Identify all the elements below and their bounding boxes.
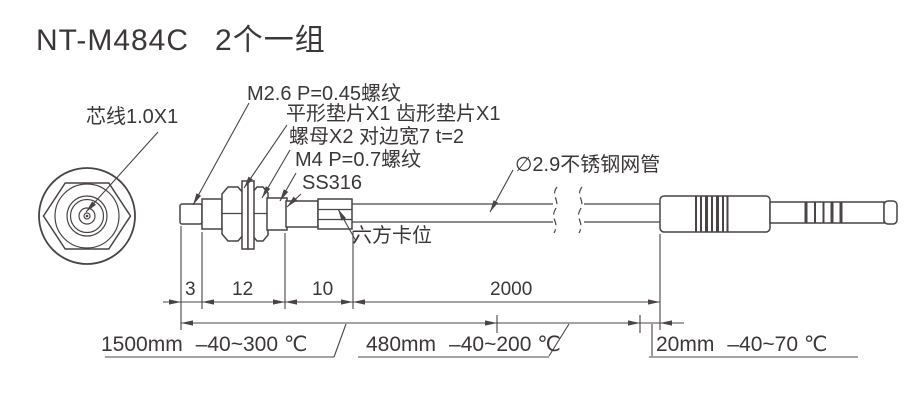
temp-segment-480: 480mm –40~200 ℃	[366, 334, 561, 355]
segment-temp-range: –40~200 ℃	[449, 333, 561, 356]
set-note: 2个一组	[215, 24, 326, 57]
segment-length: 1500mm	[101, 333, 183, 356]
callout-nuts: 螺母X2 对边宽7 t=2	[289, 126, 465, 148]
callout-thread-m4: M4 P=0.7螺纹	[295, 149, 422, 171]
hex-end-view	[38, 167, 136, 265]
segment-label-leaders	[105, 323, 858, 358]
plug-grip-ridges	[695, 196, 729, 232]
plug-body	[659, 195, 771, 233]
callout-hex-flat: 六方卡位	[352, 225, 432, 247]
tooth-washer	[247, 180, 255, 250]
flat-washer	[241, 180, 249, 250]
dim-10: 10	[312, 279, 334, 300]
probe-tip	[179, 203, 203, 225]
callout-material: SS316	[302, 172, 363, 194]
dimension-row-2	[181, 315, 684, 333]
plug-barrel	[769, 201, 885, 224]
callout-mesh-tube: ∅2.9不锈钢网管	[515, 154, 661, 176]
dim-2000: 2000	[490, 279, 533, 300]
model-number: NT-M484C	[36, 24, 190, 57]
connector-plug	[659, 195, 898, 233]
segment-temp-range: –40~70 ℃	[727, 333, 828, 356]
segment-length: 480mm	[366, 333, 437, 356]
callout-washers: 平形垫片X1 齿形垫片X1	[286, 103, 501, 125]
barrel-ridges	[804, 202, 843, 223]
thread-m26-section	[201, 198, 223, 230]
callout-thread-m26: M2.6 P=0.45螺纹	[247, 83, 401, 105]
callout-core-wire: 芯线1.0X1	[86, 106, 179, 128]
page-title: NT-M484C 2个一组	[36, 15, 326, 59]
segment-temp-range: –40~300 ℃	[195, 333, 308, 356]
leader-lines	[85, 102, 514, 242]
cable-break	[552, 186, 583, 234]
dimension-row-1	[163, 226, 661, 330]
temp-segment-1500: 1500mm –40~300 ℃	[101, 334, 307, 355]
temp-segment-20: 20mm –40~70 ℃	[656, 334, 827, 355]
dim-3: 3	[185, 279, 196, 300]
sensor-body	[285, 200, 319, 228]
dim-12: 12	[232, 279, 254, 300]
thread-m4-section	[266, 197, 288, 231]
plug-end-cap	[883, 200, 898, 225]
braided-cable	[352, 186, 660, 234]
segment-length: 20mm	[656, 333, 715, 356]
